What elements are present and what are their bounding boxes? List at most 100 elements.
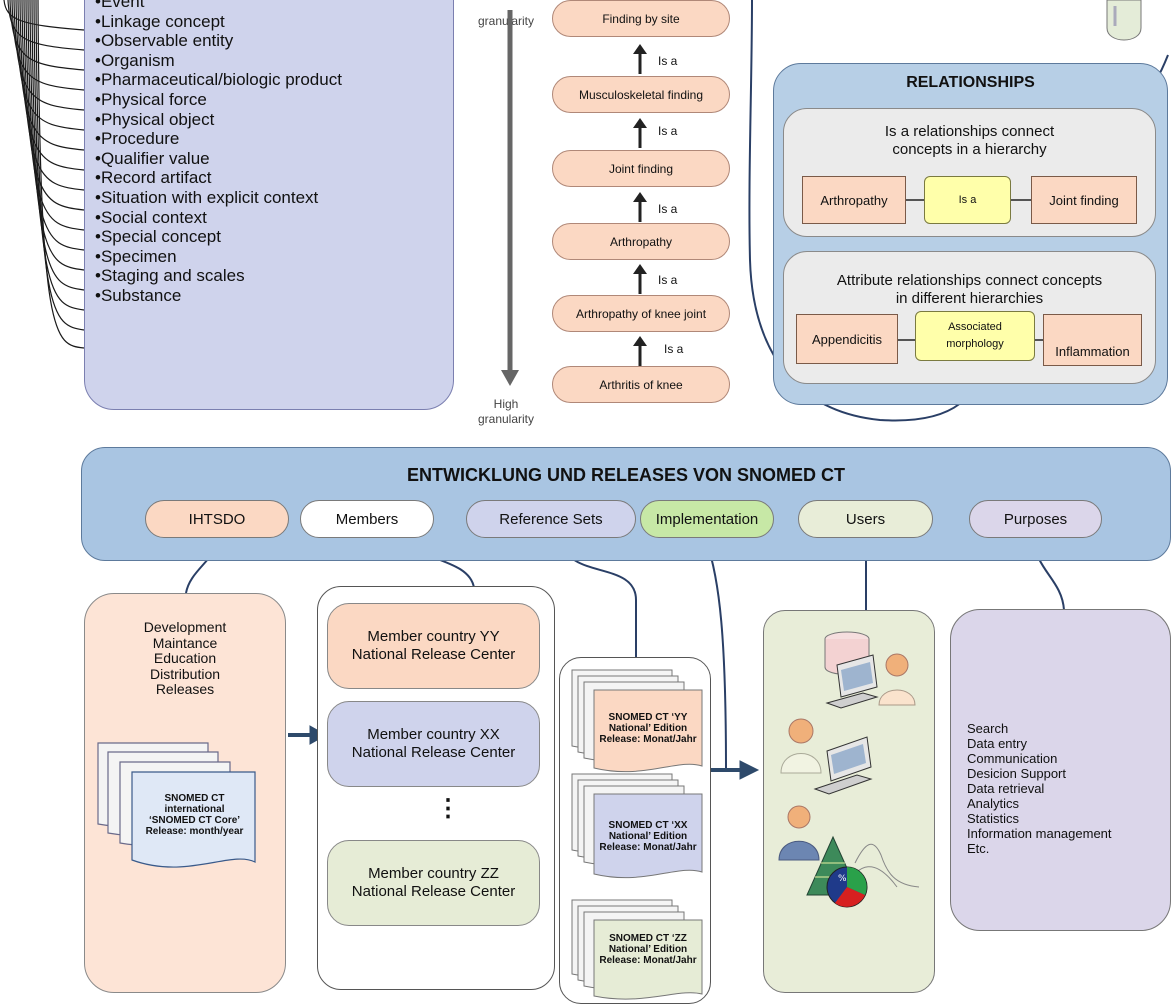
hierarchy-item: Organism [95, 51, 342, 71]
edition-yy-text: SNOMED CT ‘YY National’ Edition Release:… [594, 712, 702, 745]
member-zz-line-1: Member country ZZ [368, 865, 499, 882]
doc-line: SNOMED CT [164, 793, 225, 804]
doc-line: international [164, 804, 225, 815]
purpose-item: Desicion Support [967, 766, 1066, 781]
isa-label: Is a [658, 54, 678, 68]
isa-arrow [633, 192, 647, 222]
purpose-item: Etc. [967, 841, 990, 856]
purpose-item: Analytics [967, 796, 1020, 811]
isa-label: Is a [658, 202, 678, 216]
edition-xx-text: SNOMED CT ‘XX National’ Edition Release:… [594, 820, 702, 853]
purpose-item: Statistics [967, 811, 1020, 826]
core-release-doc-text: SNOMED CT international ‘SNOMED CT Core’… [132, 793, 257, 837]
doc-line: Release: Monat/Jahr [599, 842, 697, 853]
doc-line: Release: month/year [145, 826, 244, 837]
isa-right-box: Joint finding [1031, 176, 1137, 224]
pill-implementation[interactable]: Implementation [640, 500, 774, 538]
hierarchy-item: Physical force [95, 90, 342, 110]
development-line: Distribution [149, 665, 221, 682]
laptop-icon [813, 736, 873, 795]
purpose-item: Information management [967, 826, 1112, 841]
edition-documents-icon [571, 669, 703, 1000]
hierarchy-item: Special concept [95, 227, 342, 247]
development-line: Maintance [152, 634, 218, 651]
doc-line: SNOMED CT ‘ZZ [609, 933, 687, 944]
hierarchy-item: Pharmaceutical/biologic product [95, 70, 342, 90]
member-yy-line-1: Member country YY [367, 628, 500, 645]
relationships-title: RELATIONSHIPS [906, 74, 1035, 91]
hierarchy-item: Situation with explicit context [95, 188, 342, 208]
isa-arrow [633, 264, 647, 294]
isa-label: Is a [658, 273, 678, 287]
members-ellipsis: ⋮ [436, 795, 460, 822]
development-line: Education [153, 650, 217, 666]
hierarchy-item: Observable entity [95, 31, 342, 51]
isa-label: Is a [658, 124, 678, 138]
attr-left-box: Appendicitis [796, 314, 898, 364]
hierarchy-item: Specimen [95, 247, 342, 267]
attr-right-box: Inflammation [1043, 314, 1142, 366]
doc-line: SNOMED CT ‘XX [608, 820, 688, 831]
server-icon [1106, 0, 1142, 41]
pill-users[interactable]: Users [798, 500, 933, 538]
doc-line: National’ Edition [608, 831, 688, 842]
document-stack-icon [97, 742, 256, 868]
pill-reference-sets[interactable]: Reference Sets [466, 500, 636, 538]
attr-mid-box: Associated morphology [915, 311, 1035, 361]
doc-line: National’ Edition [608, 944, 688, 955]
member-xx-line-1: Member country XX [367, 726, 500, 743]
svg-text:%: % [838, 874, 847, 884]
isa-arrow [633, 118, 647, 148]
isa-text-2: concepts in a hierarchy [892, 141, 1047, 158]
purpose-item: Data entry [967, 736, 1027, 751]
member-xx-line-2: National Release Center [351, 744, 516, 761]
doc-line: ‘SNOMED CT Core’ [148, 815, 241, 826]
chain-box: Joint finding [552, 150, 730, 187]
doc-line: Release: Monat/Jahr [599, 955, 697, 966]
isa-arrow [633, 44, 647, 74]
development-line: Releases [155, 681, 215, 697]
development-line: Development [143, 619, 227, 635]
isa-arrow [633, 336, 647, 366]
hierarchy-list: EventLinkage conceptObservable entityOrg… [95, 0, 342, 306]
users-illustration: % [778, 631, 920, 908]
member-yy-line-2: National Release Center [351, 646, 516, 663]
pill-members[interactable]: Members [300, 500, 434, 538]
member-zz-box: Member country ZZ National Release Cente… [327, 840, 540, 926]
purpose-item: Search [967, 721, 1009, 736]
doc-line: SNOMED CT ‘YY [608, 712, 688, 723]
banner-title: ENTWICKLUNG UND RELEASES VON SNOMED CT [406, 465, 845, 485]
attr-text-1: Attribute relationships connect concepts [836, 272, 1103, 289]
pie-chart-icon: % [826, 866, 868, 908]
attr-mid-line-2: morphology [946, 338, 1004, 350]
edition-zz-text: SNOMED CT ‘ZZ National’ Edition Release:… [594, 933, 702, 966]
member-zz-line-2: National Release Center [351, 883, 516, 900]
attr-mid-line-1: Associated [948, 321, 1002, 333]
pill-purposes[interactable]: Purposes [969, 500, 1102, 538]
isa-text-1: Is a relationships connect [884, 123, 1055, 140]
hierarchy-item: Staging and scales [95, 266, 342, 286]
granularity-bottom-label-2: granularity [477, 412, 535, 426]
hierarchy-item: Social context [95, 208, 342, 228]
hierarchy-item: Substance [95, 286, 342, 306]
doc-line: Release: Monat/Jahr [599, 734, 697, 745]
member-xx-box: Member country XX National Release Cente… [327, 701, 540, 787]
hierarchy-item: Qualifier value [95, 149, 342, 169]
chain-box: Finding by site [552, 0, 730, 37]
chain-box: Musculoskeletal finding [552, 76, 730, 113]
chain-box: Arthropathy [552, 223, 730, 260]
purpose-item: Communication [967, 751, 1058, 766]
hierarchy-item: Event [95, 0, 342, 12]
member-yy-box: Member country YY National Release Cente… [327, 603, 540, 689]
chain-box: Arthropathy of knee joint [552, 295, 730, 332]
person-icon [780, 718, 822, 774]
doc-line: National’ Edition [608, 723, 688, 734]
purposes-panel [950, 609, 1171, 931]
hierarchy-item: Record artifact [95, 168, 342, 188]
granularity-top-label: granularity [477, 14, 535, 28]
pill-ihtsdo[interactable]: IHTSDO [145, 500, 289, 538]
person-icon [878, 653, 916, 706]
purpose-item: Data retrieval [967, 781, 1045, 796]
